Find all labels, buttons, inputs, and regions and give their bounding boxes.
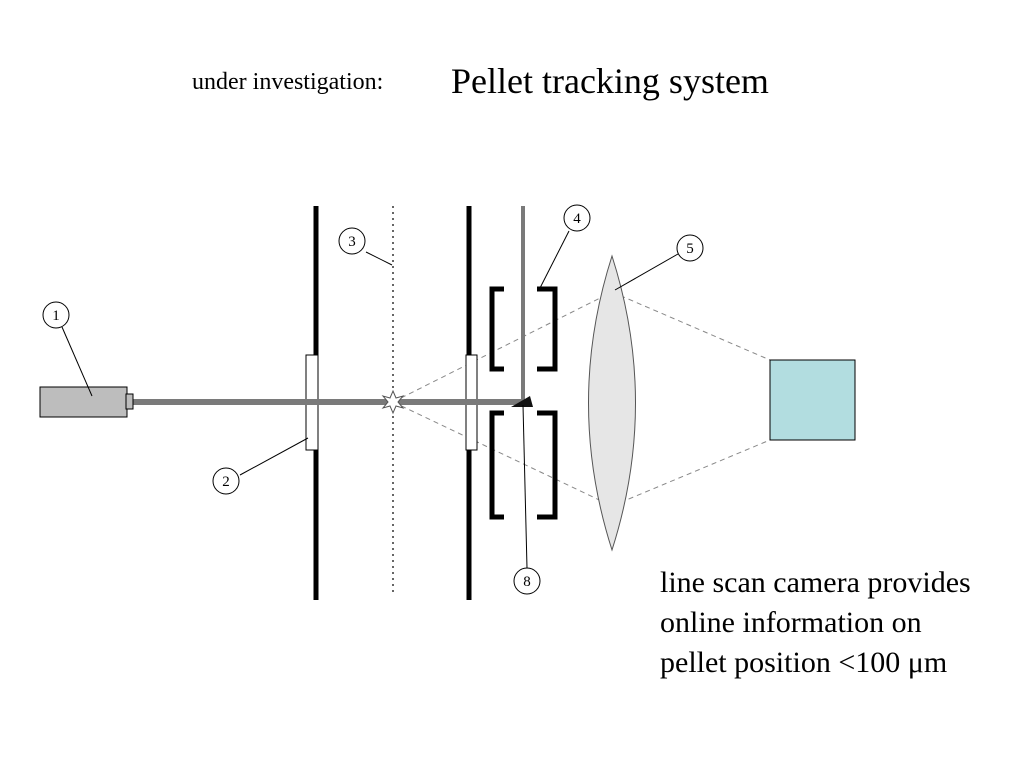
callout-1: 1 <box>42 301 70 329</box>
camera-note: line scan camera provides online informa… <box>660 563 1022 683</box>
camera-view-lines <box>392 291 771 507</box>
callout-3: 3 <box>338 227 366 255</box>
callout-1-label: 1 <box>52 308 60 324</box>
note-line-1: line scan camera provides <box>660 566 971 599</box>
callout-5: 5 <box>676 234 704 262</box>
callout-8-label: 8 <box>523 574 531 590</box>
laser-nozzle <box>125 393 134 410</box>
leader-5 <box>614 253 679 291</box>
callout-2: 2 <box>212 467 240 495</box>
callout-4-label: 4 <box>573 211 581 227</box>
note-line-3: pellet position <100 μm <box>660 646 948 679</box>
callout-3-label: 3 <box>348 234 356 250</box>
slide-title: Pellet tracking system <box>451 61 769 101</box>
leader-8 <box>522 404 528 569</box>
beam-splitter <box>511 396 533 407</box>
leader-2 <box>239 437 309 476</box>
callout-5-label: 5 <box>686 241 694 257</box>
slit-brackets <box>489 286 558 520</box>
line-scan-camera <box>769 359 856 441</box>
focusing-lens <box>588 254 636 552</box>
slide-subtitle: under investigation: <box>192 69 384 95</box>
callout-8: 8 <box>513 567 541 595</box>
note-line-2: online information on <box>660 606 922 639</box>
leader-1 <box>61 326 93 397</box>
callout-2-label: 2 <box>222 474 230 490</box>
laser-source <box>39 386 128 418</box>
leader-3 <box>365 251 393 266</box>
leader-4 <box>539 230 570 289</box>
callout-4: 4 <box>563 204 591 232</box>
pellet-star-icon <box>381 389 405 415</box>
